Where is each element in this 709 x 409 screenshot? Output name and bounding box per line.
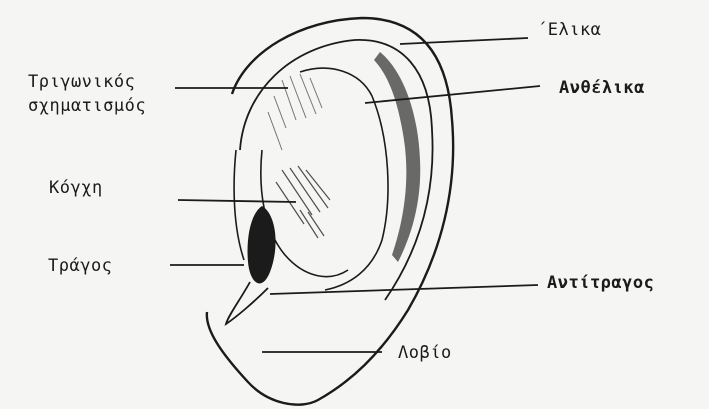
label-triangular-line2: σχηματισμός: [28, 96, 146, 116]
leader-lines: [170, 38, 540, 352]
label-triangular-line1: Τριγωνικός: [28, 72, 135, 92]
label-helix: ΄Ελικα: [537, 20, 601, 40]
label-tragus: Τράγος: [48, 256, 112, 276]
antitragus-edge: [226, 282, 268, 324]
label-lobe: Λοβίο: [398, 343, 452, 363]
label-concha: Κόγχη: [49, 178, 103, 198]
label-antitragus: Αντίτραγος: [547, 273, 654, 293]
label-antihelix: Ανθέλικα: [559, 78, 645, 98]
leader-helix: [400, 38, 528, 44]
helix-left-stroke: [234, 150, 244, 260]
leader-concha: [178, 200, 296, 202]
tragus-shape: [248, 206, 276, 283]
triangular-fossa-hatching: [268, 74, 322, 150]
antihelix-shading: [374, 52, 420, 262]
leader-antitragus: [270, 285, 538, 294]
